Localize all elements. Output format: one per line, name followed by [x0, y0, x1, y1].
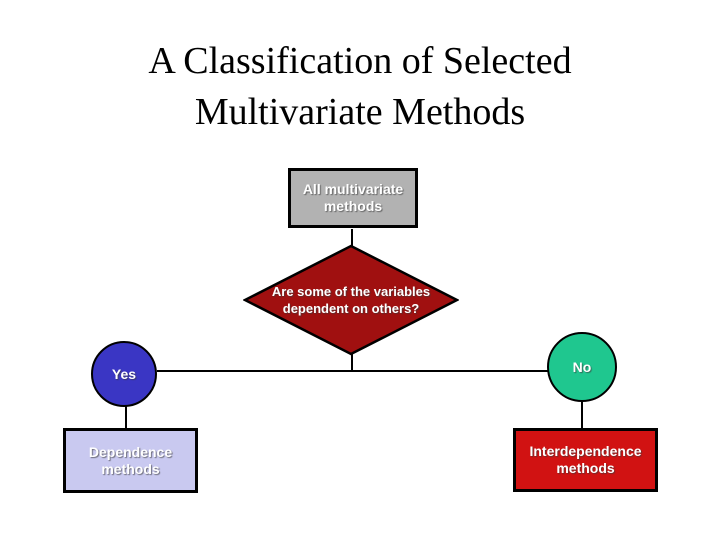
flowchart-node-no-circle: No — [547, 332, 617, 402]
node-label-interdependence: Interdependence methods — [529, 443, 642, 476]
flowchart-node-decision-diamond — [242, 244, 460, 356]
flowchart-node-all-multivariate-methods: All multivariate methods — [288, 168, 418, 228]
connector-yes-to-dependence — [125, 406, 127, 428]
node-label-yes: Yes — [111, 366, 137, 382]
decision-diamond-shape — [242, 244, 460, 356]
flowchart-node-interdependence-methods: Interdependence methods — [513, 428, 658, 492]
slide-title: A Classification of Selected Multivariat… — [0, 36, 720, 138]
connector-no-to-interdependence — [581, 401, 583, 428]
decision-diamond-polygon — [242, 244, 460, 356]
flowchart-node-yes-circle: Yes — [91, 341, 157, 407]
decision-diamond-label-wrap: Are some of the variables dependent on o… — [245, 247, 457, 353]
connector-branch-horizontal — [157, 370, 549, 372]
flowchart-node-dependence-methods: Dependence methods — [63, 428, 198, 493]
node-label-no: No — [572, 359, 592, 375]
node-label-root: All multivariate methods — [302, 181, 404, 214]
connector-decision-to-branch — [351, 352, 353, 372]
slide-title-line1: A Classification of Selected — [148, 40, 572, 82]
node-label-decision: Are some of the variables dependent on o… — [271, 284, 431, 316]
connector-root-to-decision — [351, 229, 353, 248]
node-label-dependence: Dependence methods — [88, 443, 173, 477]
slide-title-line2: Multivariate Methods — [194, 91, 526, 133]
